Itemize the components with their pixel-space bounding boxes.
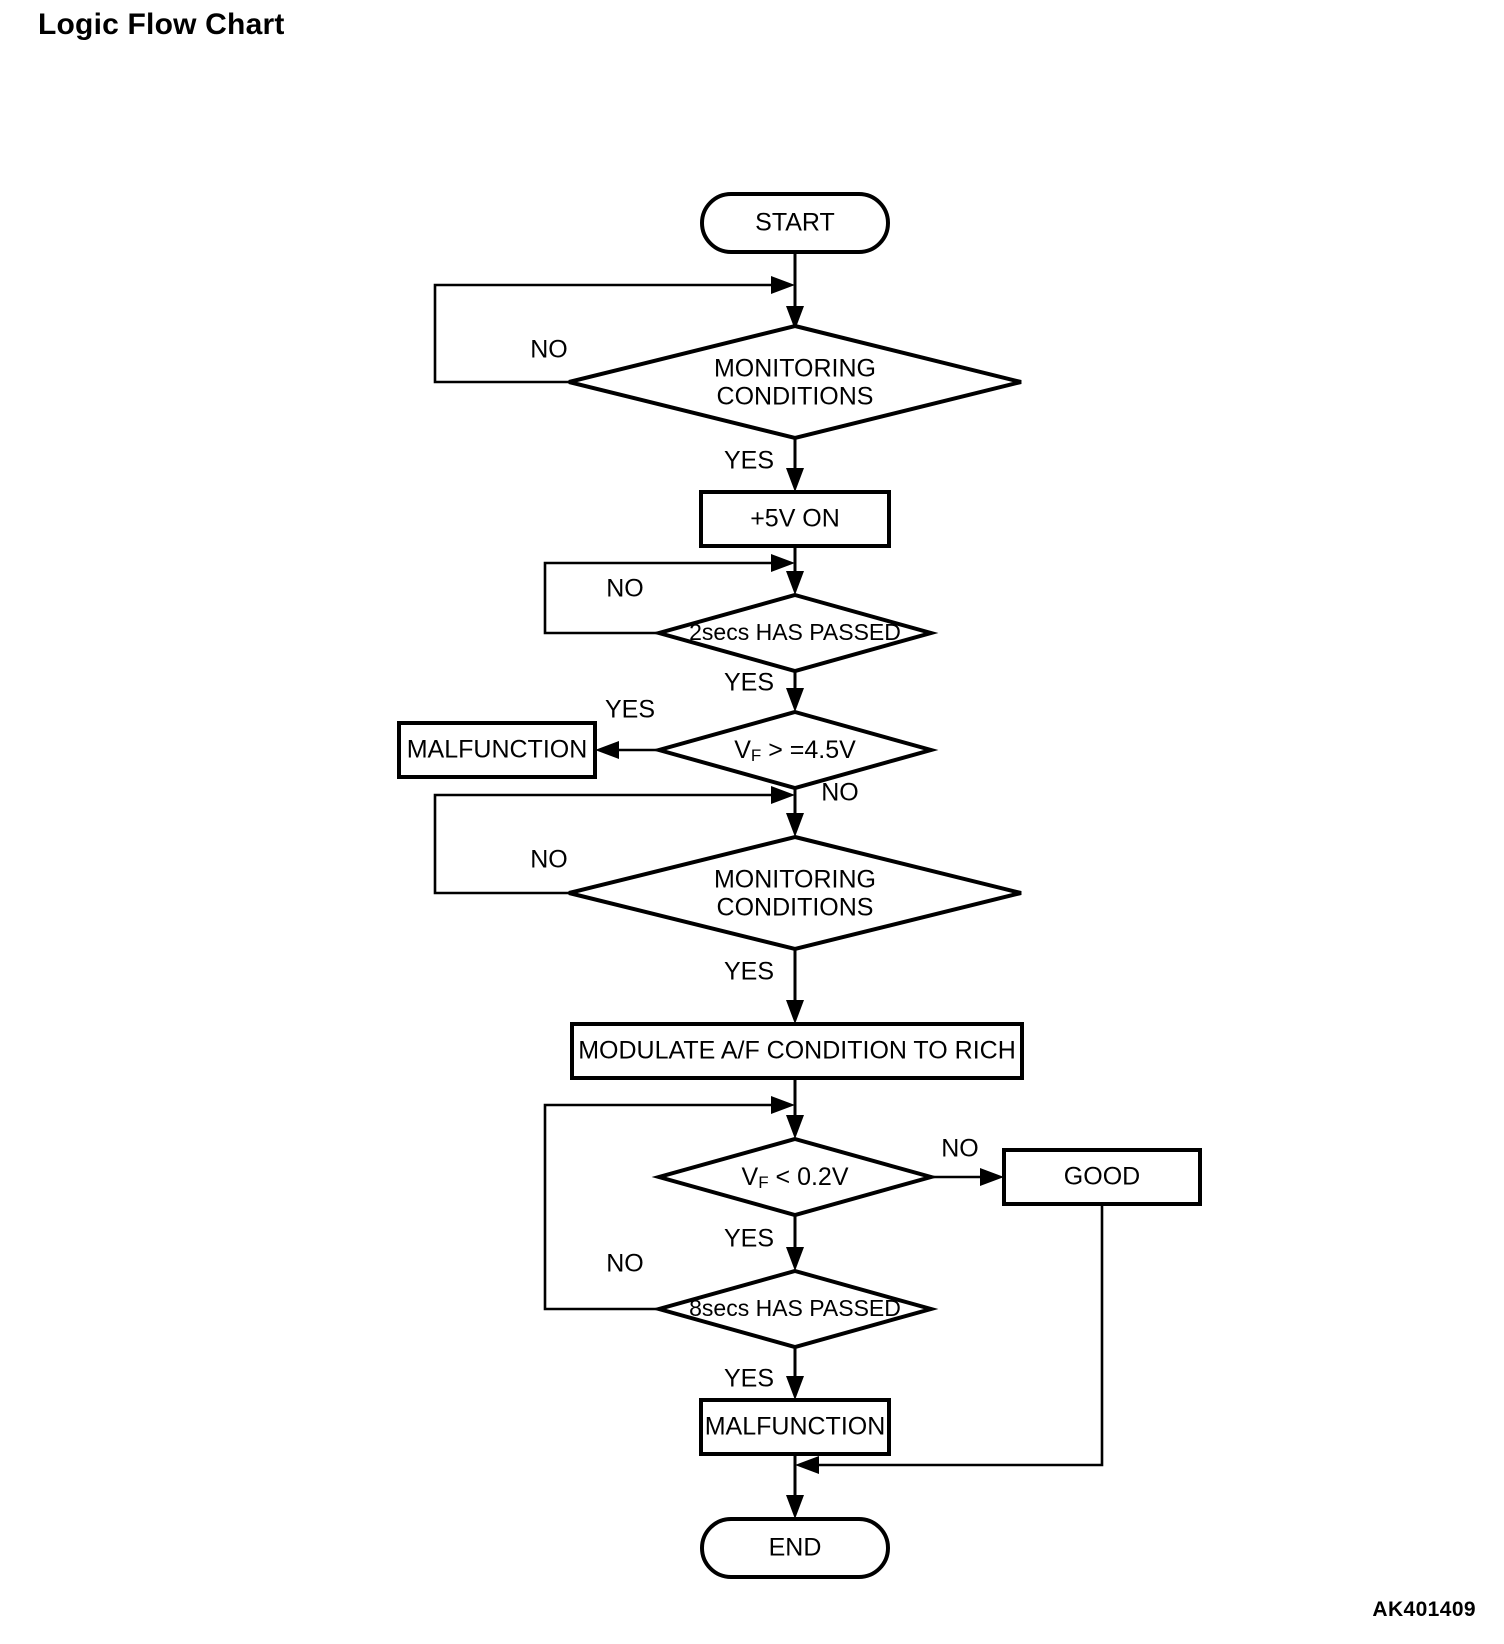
- node-vf-ge-4p5v-label: VF > =4.5V: [734, 736, 856, 766]
- edge-mon1-no-loopback: [433, 276, 795, 384]
- node-modulate-af-condition-label: MODULATE A/F CONDITION TO RICH: [578, 1037, 1016, 1065]
- node-end-label: END: [769, 1534, 822, 1562]
- node-good[interactable]: GOOD: [1002, 1148, 1202, 1206]
- node-monitoring-conditions-1-label-line1: MONITORING: [714, 355, 876, 383]
- edge-mon1-yes-to-plus5v: [786, 438, 804, 492]
- edge-sec8-no-loopback: [543, 1096, 795, 1311]
- edge-vf02-no-to-good: [931, 1168, 1004, 1186]
- edge-label-vf02-no: NO: [941, 1135, 979, 1163]
- node-vf-ge-4p5v-label-base: V: [734, 736, 751, 764]
- edge-vf45-no-to-mon2: [786, 788, 804, 837]
- edge-label-mon2-yes: YES: [724, 958, 774, 986]
- edge-label-mon2-no: NO: [530, 846, 568, 874]
- node-monitoring-conditions-2[interactable]: MONITORING CONDITIONS: [568, 834, 1022, 952]
- node-vf-ge-4p5v-label-sub: F: [751, 746, 761, 765]
- node-2secs-has-passed-label: 2secs HAS PASSED: [689, 619, 901, 645]
- edge-label-sec8-yes: YES: [724, 1365, 774, 1393]
- edge-mon2-no-loopback: [433, 786, 795, 895]
- figure-code: AK401409: [1372, 1598, 1476, 1621]
- edge-vf45-yes-to-malfunction: [595, 741, 659, 759]
- edge-sec2-yes-to-vf45: [786, 671, 804, 712]
- edge-sec8-yes-to-malfunction2: [786, 1347, 804, 1400]
- edge-vf02-yes-to-sec8: [786, 1215, 804, 1271]
- node-vf-lt-0p2v[interactable]: VF < 0.2V: [651, 1136, 939, 1218]
- edge-label-mon1-yes: YES: [724, 447, 774, 475]
- node-2secs-has-passed[interactable]: 2secs HAS PASSED: [651, 592, 939, 674]
- node-malfunction-1-label: MALFUNCTION: [407, 736, 588, 764]
- edge-label-vf45-no: NO: [821, 779, 859, 807]
- node-vf-lt-0p2v-label-sub: F: [758, 1173, 768, 1192]
- node-monitoring-conditions-1[interactable]: MONITORING CONDITIONS: [568, 323, 1022, 441]
- node-malfunction-2[interactable]: MALFUNCTION: [699, 1398, 891, 1456]
- node-modulate-af-condition[interactable]: MODULATE A/F CONDITION TO RICH: [570, 1022, 1024, 1080]
- node-vf-lt-0p2v-label-rest: < 0.2V: [769, 1163, 849, 1191]
- node-start-label: START: [755, 209, 835, 237]
- node-plus5v-on[interactable]: +5V ON: [699, 490, 891, 548]
- node-vf-ge-4p5v-label-rest: > =4.5V: [761, 736, 856, 764]
- node-end[interactable]: END: [700, 1517, 890, 1579]
- node-monitoring-conditions-2-label-line1: MONITORING: [714, 866, 876, 894]
- node-good-label: GOOD: [1064, 1163, 1140, 1191]
- node-vf-lt-0p2v-label: VF < 0.2V: [742, 1163, 849, 1193]
- node-malfunction-2-label: MALFUNCTION: [705, 1413, 886, 1441]
- edge-sec2-no-loopback: [543, 554, 795, 635]
- node-start[interactable]: START: [700, 192, 890, 254]
- edge-good-to-end-merge: [795, 1204, 1104, 1474]
- node-monitoring-conditions-1-label-line2: CONDITIONS: [717, 383, 874, 411]
- node-8secs-has-passed-label: 8secs HAS PASSED: [689, 1295, 901, 1321]
- node-vf-ge-4p5v[interactable]: VF > =4.5V: [651, 709, 939, 791]
- edge-label-sec2-no: NO: [606, 575, 644, 603]
- edge-modulate-to-vf02: [786, 1078, 804, 1139]
- edge-label-vf45-yes: YES: [605, 696, 655, 724]
- node-vf-lt-0p2v-label-base: V: [742, 1163, 759, 1191]
- edge-malfunction2-to-end: [786, 1454, 804, 1519]
- edge-mon2-yes-to-modulate: [786, 949, 804, 1024]
- edge-label-mon1-no: NO: [530, 336, 568, 364]
- node-8secs-has-passed[interactable]: 8secs HAS PASSED: [651, 1268, 939, 1350]
- node-monitoring-conditions-2-label-line2: CONDITIONS: [717, 894, 874, 922]
- edge-start-to-mon1: [786, 252, 804, 330]
- edge-label-sec8-no: NO: [606, 1250, 644, 1278]
- page-title: Logic Flow Chart: [38, 8, 285, 41]
- edge-plus5v-to-sec2: [786, 546, 804, 595]
- edge-label-sec2-yes: YES: [724, 669, 774, 697]
- node-plus5v-on-label: +5V ON: [750, 505, 840, 533]
- edge-label-vf02-yes: YES: [724, 1225, 774, 1253]
- node-malfunction-1[interactable]: MALFUNCTION: [397, 721, 597, 779]
